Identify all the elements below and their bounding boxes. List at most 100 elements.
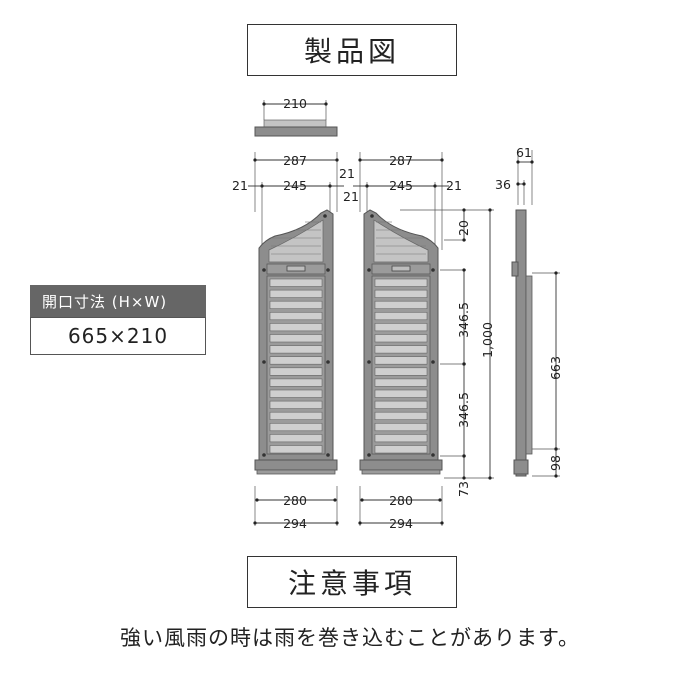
- left-panel: [254, 209, 338, 475]
- side-depth-outer-dim-end: [530, 160, 534, 164]
- height-total-dim-end: [488, 476, 492, 480]
- page-title: 製品図: [247, 24, 457, 76]
- right-panel-slat-1: [374, 289, 428, 298]
- height-upper-label: 346.5: [456, 302, 471, 338]
- notes-text: 強い風雨の時は雨を巻き込むことがあります。: [120, 626, 580, 650]
- left-inner-width-label: 245: [283, 178, 307, 193]
- right-panel-foot: [359, 459, 443, 471]
- height-total-label: 1,000: [480, 322, 495, 358]
- left-panel-arch-louver: [268, 219, 324, 263]
- top-view-width-label: 210: [283, 96, 307, 111]
- right-bottom-outer-label: 294: [389, 516, 413, 531]
- left-bottom-inner-dim-end: [333, 498, 337, 502]
- right-panel-arch-louver: [373, 219, 429, 263]
- right-panel-screw-2: [431, 360, 435, 364]
- top-view-dim-start: [262, 102, 266, 106]
- side-bottom-label: 98: [548, 455, 563, 471]
- right-panel-screw-top: [370, 214, 374, 218]
- left-panel-slat-1: [269, 289, 323, 298]
- left-overall-width-label: 287: [283, 153, 307, 168]
- side-height-dim-start: [554, 271, 558, 275]
- left-panel-slat-15: [269, 445, 323, 454]
- left-bottom-outer-dim-end: [335, 521, 339, 525]
- left-bottom-outer-dim-start: [253, 521, 257, 525]
- side-bottom-dim-end: [554, 474, 558, 478]
- left-panel-slat-0: [269, 278, 323, 287]
- right-panel-slat-13: [374, 422, 428, 432]
- right-bottom-outer-dim-end: [440, 521, 444, 525]
- height-top-dim-end: [462, 238, 466, 242]
- left-panel-screw-3: [326, 360, 330, 364]
- left-panel-slat-14: [269, 434, 323, 443]
- height-upper-dim-start: [462, 268, 466, 272]
- side-depth-outer-dim-start: [516, 160, 520, 164]
- opening-size-value: 665×210: [30, 317, 206, 355]
- right-panel-slat-15: [374, 445, 428, 454]
- left-bottom-outer-label: 294: [283, 516, 307, 531]
- right-panel-slat-4: [374, 323, 428, 332]
- height-bottom-dim-end: [462, 476, 466, 480]
- side-depth-outer-label: 61: [516, 145, 532, 160]
- height-bottom-dim-start: [462, 454, 466, 458]
- right-panel-screw-3: [367, 360, 371, 364]
- left-panel-handle: [286, 265, 306, 272]
- right-panel-screw-0: [431, 268, 435, 272]
- right-bottom-outer-dim-start: [358, 521, 362, 525]
- right-margin-right-label: 21: [446, 178, 462, 193]
- height-top-label: 20: [456, 220, 471, 236]
- right-panel-handle: [391, 265, 411, 272]
- left-panel-slat-7: [269, 356, 323, 365]
- right-panel-foot-lip: [361, 469, 441, 475]
- top-view-cap: [263, 119, 327, 128]
- left-margin-right-label: 21: [339, 166, 355, 181]
- right-panel-slat-7: [374, 356, 428, 365]
- height-lower-dim-start: [462, 362, 466, 366]
- right-panel: [359, 209, 443, 475]
- left-bottom-inner-dim-start: [255, 498, 259, 502]
- right-bottom-inner-label: 280: [389, 493, 413, 508]
- left-panel-screw-top: [323, 214, 327, 218]
- right-panel-slat-10: [374, 389, 428, 398]
- notes-title: 注意事項: [247, 556, 457, 608]
- side-view-latch: [511, 261, 519, 277]
- left-panel-screw-5: [326, 453, 330, 457]
- left-panel-slat-10: [269, 389, 323, 398]
- side-view-foot: [513, 459, 529, 475]
- right-panel-slat-12: [374, 411, 428, 421]
- right-overall-dim-end: [440, 158, 444, 162]
- right-panel-slat-0: [374, 278, 428, 287]
- top-view-dim-end: [324, 102, 328, 106]
- right-panel-slat-8: [374, 367, 428, 376]
- dimension-lines: [248, 100, 560, 526]
- height-top-dim-start: [462, 208, 466, 212]
- right-bottom-inner-dim-end: [438, 498, 442, 502]
- left-overall-dim-start: [253, 158, 257, 162]
- side-view-body: [515, 209, 527, 477]
- left-overall-dim-end: [335, 158, 339, 162]
- left-panel-slat-2: [269, 300, 323, 310]
- height-bottom-label: 73: [456, 481, 471, 497]
- right-panel-slat-2: [374, 300, 428, 310]
- right-panel-screw-4: [431, 453, 435, 457]
- right-panel-slat-11: [374, 400, 428, 409]
- side-depth-inner-dim-end: [522, 182, 526, 186]
- left-panel-slat-11: [269, 400, 323, 409]
- left-panel-screw-0: [262, 268, 266, 272]
- opening-size-label: 開口寸法 (H×W): [30, 285, 206, 317]
- left-panel-slat-8: [269, 367, 323, 376]
- left-panel-slat-4: [269, 323, 323, 332]
- left-panel-slat-5: [269, 334, 323, 343]
- left-panel-slat-13: [269, 422, 323, 432]
- left-panel-screw-2: [262, 360, 266, 364]
- right-panel-slat-5: [374, 334, 428, 343]
- side-depth-inner-dim-start: [516, 182, 520, 186]
- left-panel-screw-1: [326, 268, 330, 272]
- right-panel-slat-3: [374, 311, 428, 321]
- height-lower-label: 346.5: [456, 392, 471, 428]
- side-depth-inner-label: 36: [495, 177, 511, 192]
- top-view-base: [254, 126, 338, 137]
- right-inner-width-label: 245: [389, 178, 413, 193]
- right-panel-slat-9: [374, 378, 428, 387]
- left-bottom-inner-label: 280: [283, 493, 307, 508]
- left-margin-left-label: 21: [232, 178, 248, 193]
